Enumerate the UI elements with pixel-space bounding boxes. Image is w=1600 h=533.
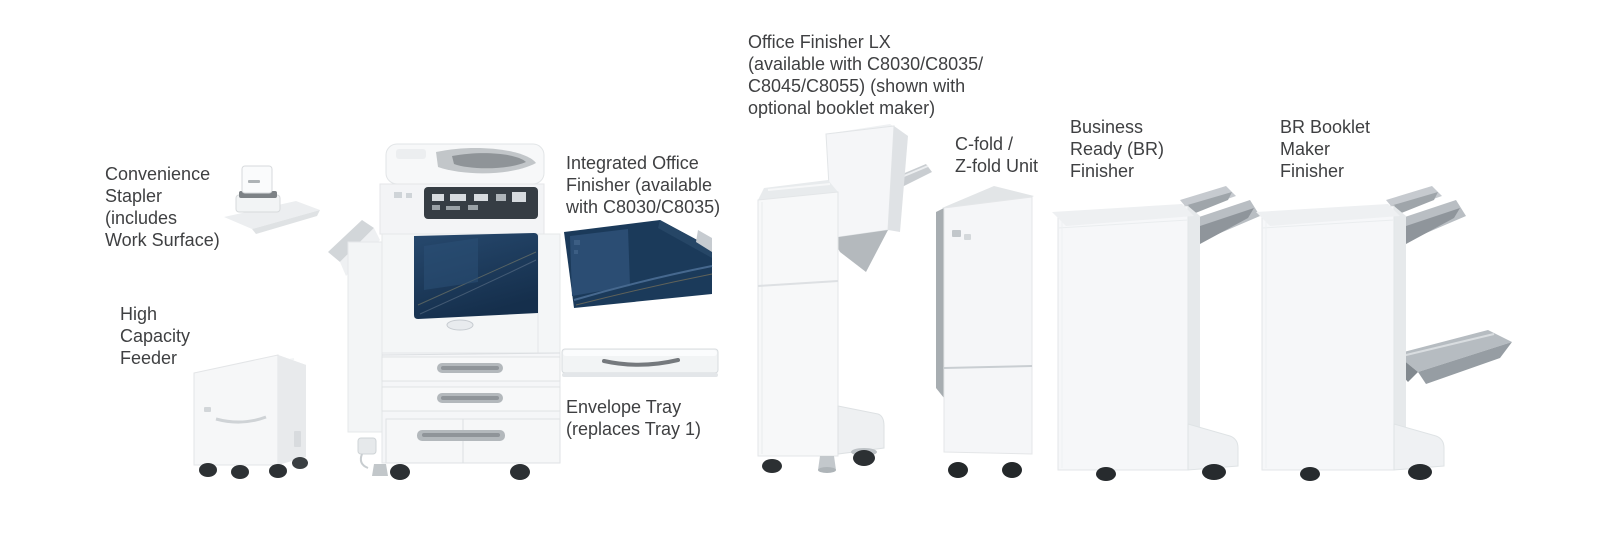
label-high-capacity-feeder: High Capacity Feeder [120, 304, 191, 368]
multifunction-printer-photo [328, 142, 562, 484]
integrated-office-finisher-photo [562, 218, 714, 312]
business-ready-finisher-photo [1042, 184, 1264, 484]
convenience-stapler-photo [218, 155, 323, 240]
office-finisher-lx-photo [738, 118, 933, 482]
envelope-tray-photo [560, 345, 720, 383]
high-capacity-feeder-photo [182, 315, 317, 480]
label-envelope-tray: Envelope Tray (replaces Tray 1) [566, 397, 702, 439]
label-office-finisher-lx: Office Finisher LX (available with C8030… [748, 32, 984, 118]
label-integrated-office-finisher: Integrated Office Finisher (available wi… [566, 153, 721, 217]
label-convenience-stapler: Convenience Stapler (includes Work Surfa… [105, 164, 220, 250]
br-booklet-maker-finisher-photo [1246, 184, 1532, 484]
label-br-booklet-maker-finisher: BR Booklet Maker Finisher [1280, 117, 1371, 181]
label-c-z-fold-unit: C-fold / Z-fold Unit [955, 134, 1039, 176]
label-business-ready-finisher: Business Ready (BR) Finisher [1070, 117, 1165, 181]
c-z-fold-unit-photo [934, 182, 1038, 482]
